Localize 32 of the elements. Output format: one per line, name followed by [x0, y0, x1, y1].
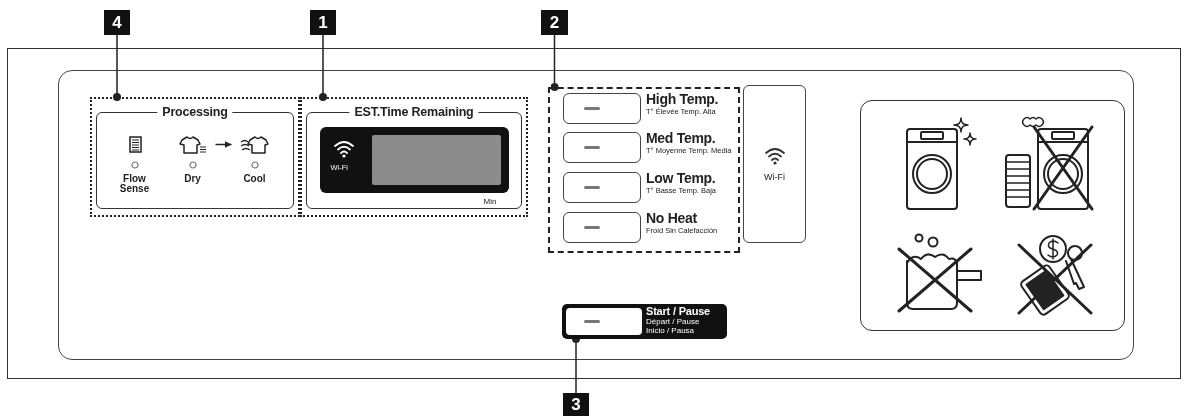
- button-sublabel: Départ / Pause: [646, 317, 700, 326]
- option-button: [563, 212, 641, 243]
- unit-label: Min: [483, 196, 497, 206]
- option-button: [563, 93, 641, 124]
- dashed-outline: [548, 87, 740, 253]
- callout-number: 4: [104, 10, 130, 35]
- dashed-outline: [90, 97, 300, 217]
- option-button: [563, 172, 641, 203]
- option-label: High Temp.: [646, 91, 719, 107]
- option-label: Low Temp.: [646, 170, 716, 186]
- start-pause-panel: [562, 304, 727, 339]
- indicator-label: Flow Sense: [118, 173, 151, 194]
- button-sublabel: Inicio / Pausa: [646, 326, 695, 335]
- lcd-window: [371, 134, 501, 185]
- callout-number: 3: [563, 393, 589, 416]
- dashed-outline: [300, 97, 528, 217]
- wifi-button: Wi-Fi: [743, 85, 806, 243]
- option-label: No Heat: [646, 210, 697, 226]
- section-title: EST.Time Remaining: [349, 104, 479, 120]
- leader-line: [319, 34, 327, 101]
- option-button: [563, 132, 641, 163]
- indicator-label: Dry: [184, 173, 201, 184]
- option-label: Med Temp.: [646, 130, 716, 146]
- button-label: Start / Pause: [646, 305, 711, 317]
- leader-line: [550, 34, 559, 91]
- callout-number: 2: [541, 10, 568, 35]
- indicator-label: Cool: [243, 173, 266, 184]
- leader-line: [113, 34, 121, 101]
- arrow: [214, 141, 233, 148]
- callout-number: 1: [310, 10, 336, 35]
- display-panel: [319, 126, 509, 193]
- section-title: Processing: [157, 104, 233, 120]
